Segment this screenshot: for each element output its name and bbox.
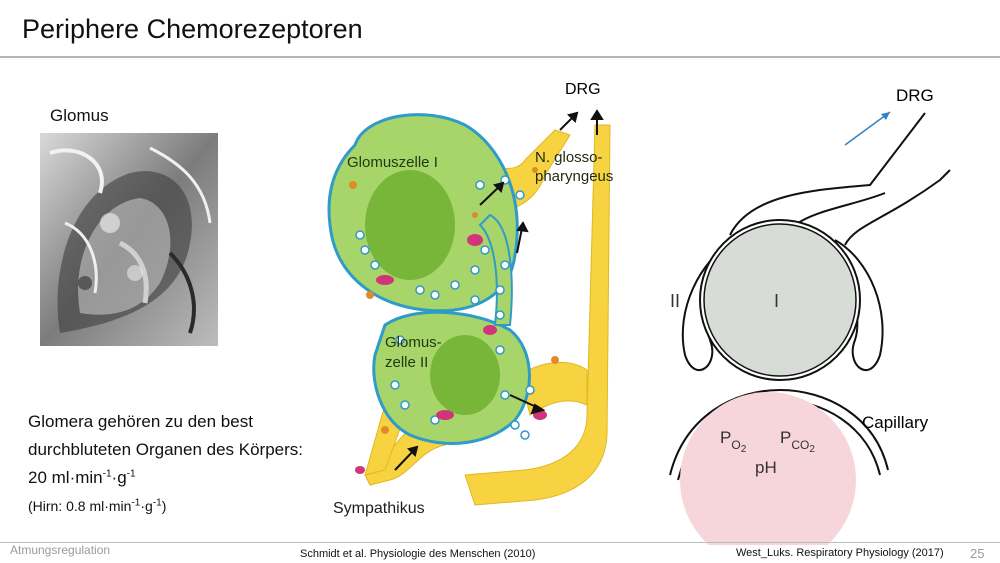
footer-section-title: Atmungsregulation bbox=[10, 543, 111, 557]
citation-schmidt: Schmidt et al. Physiologie des Menschen … bbox=[300, 548, 536, 560]
type1-cell bbox=[703, 223, 857, 377]
type1-label: I bbox=[774, 291, 779, 311]
page-number: 25 bbox=[970, 546, 985, 561]
nerve-ending bbox=[729, 112, 951, 246]
type2-label: II bbox=[670, 291, 680, 311]
chemoreceptor-schematic: DRG I II Capillary PO2 PCO2 pH bbox=[669, 86, 951, 545]
brain-perfusion-value: (Hirn: 0.8 ml·min-1·g-1) bbox=[28, 497, 167, 514]
svg-text:PO2: PO2 bbox=[720, 428, 747, 455]
drg-label-right: DRG bbox=[896, 86, 934, 105]
footer-divider bbox=[0, 542, 1000, 543]
glomus-cell-1 bbox=[327, 113, 519, 313]
sympathikus-label: Sympathikus bbox=[333, 500, 425, 517]
body-text-line-2: durchbluteten Organen des Körpers: bbox=[28, 440, 304, 459]
glomus-cell-2-label-line1: Glomus- bbox=[385, 334, 442, 351]
capillary-blood bbox=[680, 392, 856, 545]
perfusion-value: 20 ml·min-1·g-1 bbox=[28, 468, 136, 487]
body-text-line-1: Glomera gehören zu den best bbox=[28, 412, 253, 431]
glomus-label: Glomus bbox=[50, 106, 109, 125]
glomus-cell-1-label: Glomuszelle I bbox=[347, 154, 438, 171]
nerve-label-line1: N. glosso- bbox=[535, 149, 603, 166]
vesicles bbox=[355, 175, 535, 440]
arrow-head bbox=[881, 112, 890, 120]
nerve-label-line2: pharyngeus bbox=[535, 168, 613, 185]
body-text: Glomera gehören zu den best durchblutete… bbox=[28, 408, 368, 520]
mitochondria bbox=[355, 234, 547, 474]
po2-label: PO2 bbox=[720, 428, 747, 455]
glomus-micrograph bbox=[40, 133, 218, 346]
citation-west-luks: West_Luks. Respiratory Physiology (2017) bbox=[736, 547, 944, 559]
signal-arrows bbox=[394, 109, 604, 471]
glomus-cell-2 bbox=[372, 213, 531, 445]
capillary-label: Capillary bbox=[862, 413, 929, 432]
signal-direction-arrow bbox=[844, 111, 891, 146]
svg-text:PCO2: PCO2 bbox=[780, 428, 815, 455]
pco2-label: PCO2 bbox=[780, 428, 815, 455]
slide-title: Periphere Chemorezeptoren bbox=[22, 14, 363, 44]
glomus-cell-2-label-line2: zelle II bbox=[385, 354, 428, 371]
title-divider bbox=[0, 56, 1000, 58]
glomus-cell-diagram: DRG Glomuszelle I N. glosso- pharyngeus … bbox=[327, 81, 613, 517]
ph-label: pH bbox=[755, 458, 777, 477]
drg-label: DRG bbox=[565, 81, 601, 98]
granules bbox=[349, 167, 559, 434]
